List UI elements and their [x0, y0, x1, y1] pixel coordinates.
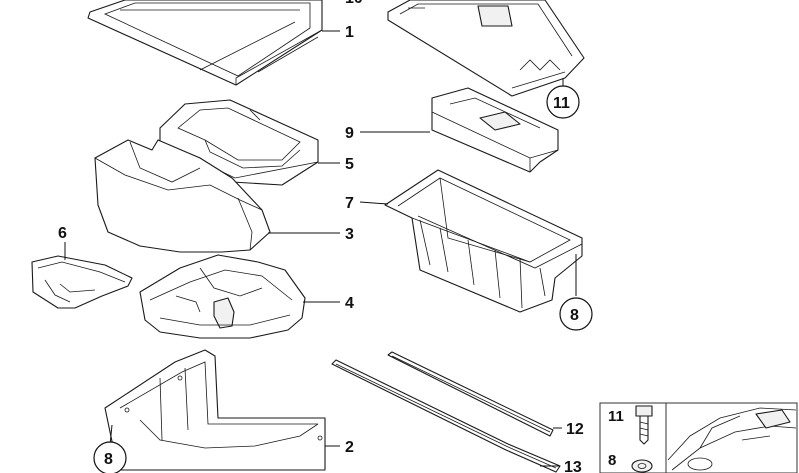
bolt-icon: [635, 405, 653, 445]
label-12[interactable]: 12: [566, 421, 584, 438]
label-3[interactable]: 3: [345, 226, 354, 243]
part-1-floor-panel[interactable]: [87, 0, 323, 86]
inset-label-11[interactable]: 11: [608, 408, 624, 425]
label-9[interactable]: 9: [345, 125, 354, 142]
part-9-lid[interactable]: [431, 87, 559, 173]
leader-7: [359, 201, 389, 205]
part-11-cover[interactable]: [387, 0, 585, 97]
label-13[interactable]: 13: [564, 459, 582, 473]
inset-label-8[interactable]: 8: [608, 452, 616, 469]
part-6-bracket[interactable]: [31, 255, 133, 309]
car-outline-icon: [667, 407, 797, 471]
part-2-spare-well[interactable]: [104, 349, 326, 471]
label-8-right[interactable]: 8: [570, 307, 579, 324]
label-7[interactable]: 7: [345, 195, 354, 212]
callout-8-left: [93, 441, 127, 473]
part-4-spare-insert[interactable]: [139, 254, 306, 339]
clip-icon: [631, 459, 653, 473]
inset-panel: 11 8: [599, 402, 798, 473]
callout-8-right: [559, 297, 593, 331]
callout-11: [546, 85, 580, 119]
label-1[interactable]: 1: [345, 24, 354, 41]
part-13-strip[interactable]: [331, 359, 561, 473]
label-2[interactable]: 2: [345, 439, 354, 456]
label-10[interactable]: 10: [345, 0, 363, 7]
part-12-strip[interactable]: [387, 351, 554, 437]
label-8-left[interactable]: 8: [104, 451, 113, 468]
label-11[interactable]: 11: [553, 95, 570, 112]
label-6[interactable]: 6: [58, 225, 67, 242]
part-5-tray[interactable]: [159, 99, 319, 186]
label-5[interactable]: 5: [345, 156, 354, 173]
part-3-foam-insert[interactable]: [94, 139, 271, 253]
part-7-storage-box[interactable]: [384, 169, 583, 313]
label-4[interactable]: 4: [345, 295, 354, 312]
